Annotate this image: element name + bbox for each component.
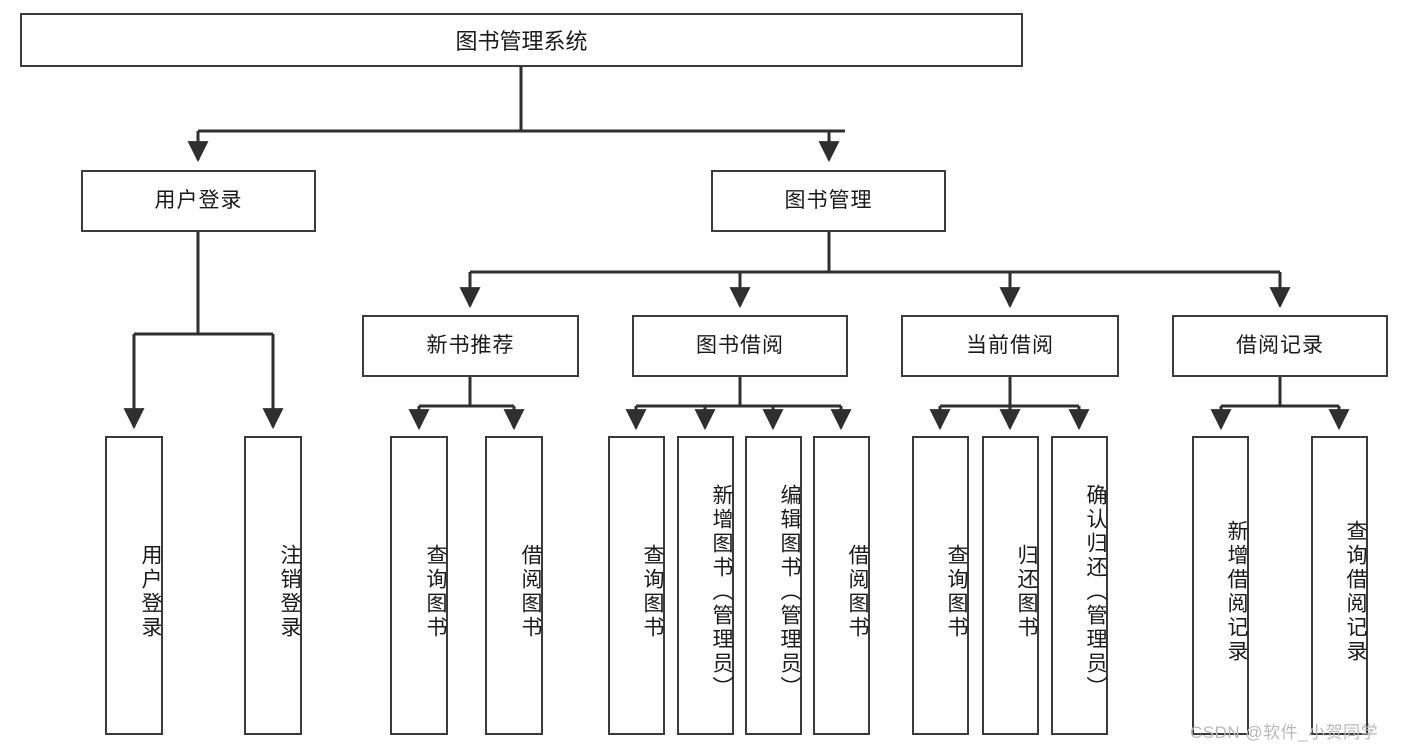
- leaf-label: 新增图书（管理员）: [710, 483, 733, 700]
- node-label: 用户登录: [154, 189, 243, 213]
- node-current-borrowing[interactable]: 当前借阅: [901, 315, 1119, 377]
- leaf-user-login-logout[interactable]: 注销登录: [244, 436, 302, 735]
- leaf-book-borrow-edit-book-admin[interactable]: 编辑图书（管理员）: [745, 436, 802, 735]
- node-book-management[interactable]: 图书管理: [711, 170, 946, 232]
- leaf-label: 查询图书: [945, 543, 968, 640]
- leaf-borrow-record-query-record[interactable]: 查询借阅记录: [1311, 436, 1368, 735]
- leaf-label: 查询借阅记录: [1344, 519, 1367, 664]
- leaf-label: 注销登录: [278, 543, 301, 640]
- leaf-new-book-borrow-books[interactable]: 借阅图书: [485, 436, 543, 735]
- node-borrow-records[interactable]: 借阅记录: [1172, 315, 1388, 377]
- leaf-current-borrow-query-books[interactable]: 查询图书: [912, 436, 969, 735]
- node-label: 图书借阅: [696, 334, 784, 358]
- leaf-label: 确认归还（管理员）: [1084, 483, 1107, 700]
- leaf-label: 用户登录: [139, 543, 162, 640]
- node-root-book-management-system[interactable]: 图书管理系统: [20, 13, 1023, 67]
- csdn-watermark: CSDN @软件_小贺同学: [1190, 723, 1379, 742]
- node-label: 借阅记录: [1236, 334, 1324, 358]
- leaf-book-borrow-query-books[interactable]: 查询图书: [608, 436, 665, 735]
- leaf-label: 查询图书: [424, 543, 447, 640]
- leaf-current-borrow-return-books[interactable]: 归还图书: [982, 436, 1039, 735]
- leaf-book-borrow-borrow-books[interactable]: 借阅图书: [813, 436, 870, 735]
- node-label: 当前借阅: [966, 334, 1054, 358]
- node-new-book-recommendation[interactable]: 新书推荐: [362, 315, 579, 377]
- node-user-login[interactable]: 用户登录: [81, 170, 316, 232]
- leaf-label: 借阅图书: [519, 543, 542, 640]
- leaf-book-borrow-add-book-admin[interactable]: 新增图书（管理员）: [677, 436, 734, 735]
- leaf-label: 借阅图书: [846, 543, 869, 640]
- leaf-current-borrow-confirm-return-admin[interactable]: 确认归还（管理员）: [1051, 436, 1108, 735]
- leaf-user-login-login[interactable]: 用户登录: [105, 436, 163, 735]
- node-label: 图书管理系统: [455, 29, 588, 54]
- leaf-label: 查询图书: [641, 543, 664, 640]
- leaf-borrow-record-add-record[interactable]: 新增借阅记录: [1192, 436, 1249, 735]
- node-label: 新书推荐: [426, 334, 515, 358]
- leaf-new-book-query-books[interactable]: 查询图书: [390, 436, 448, 735]
- node-label: 图书管理: [784, 189, 873, 213]
- node-book-borrowing[interactable]: 图书借阅: [632, 315, 848, 377]
- leaf-label: 归还图书: [1015, 543, 1038, 640]
- leaf-label: 新增借阅记录: [1225, 519, 1248, 664]
- leaf-label: 编辑图书（管理员）: [778, 483, 801, 700]
